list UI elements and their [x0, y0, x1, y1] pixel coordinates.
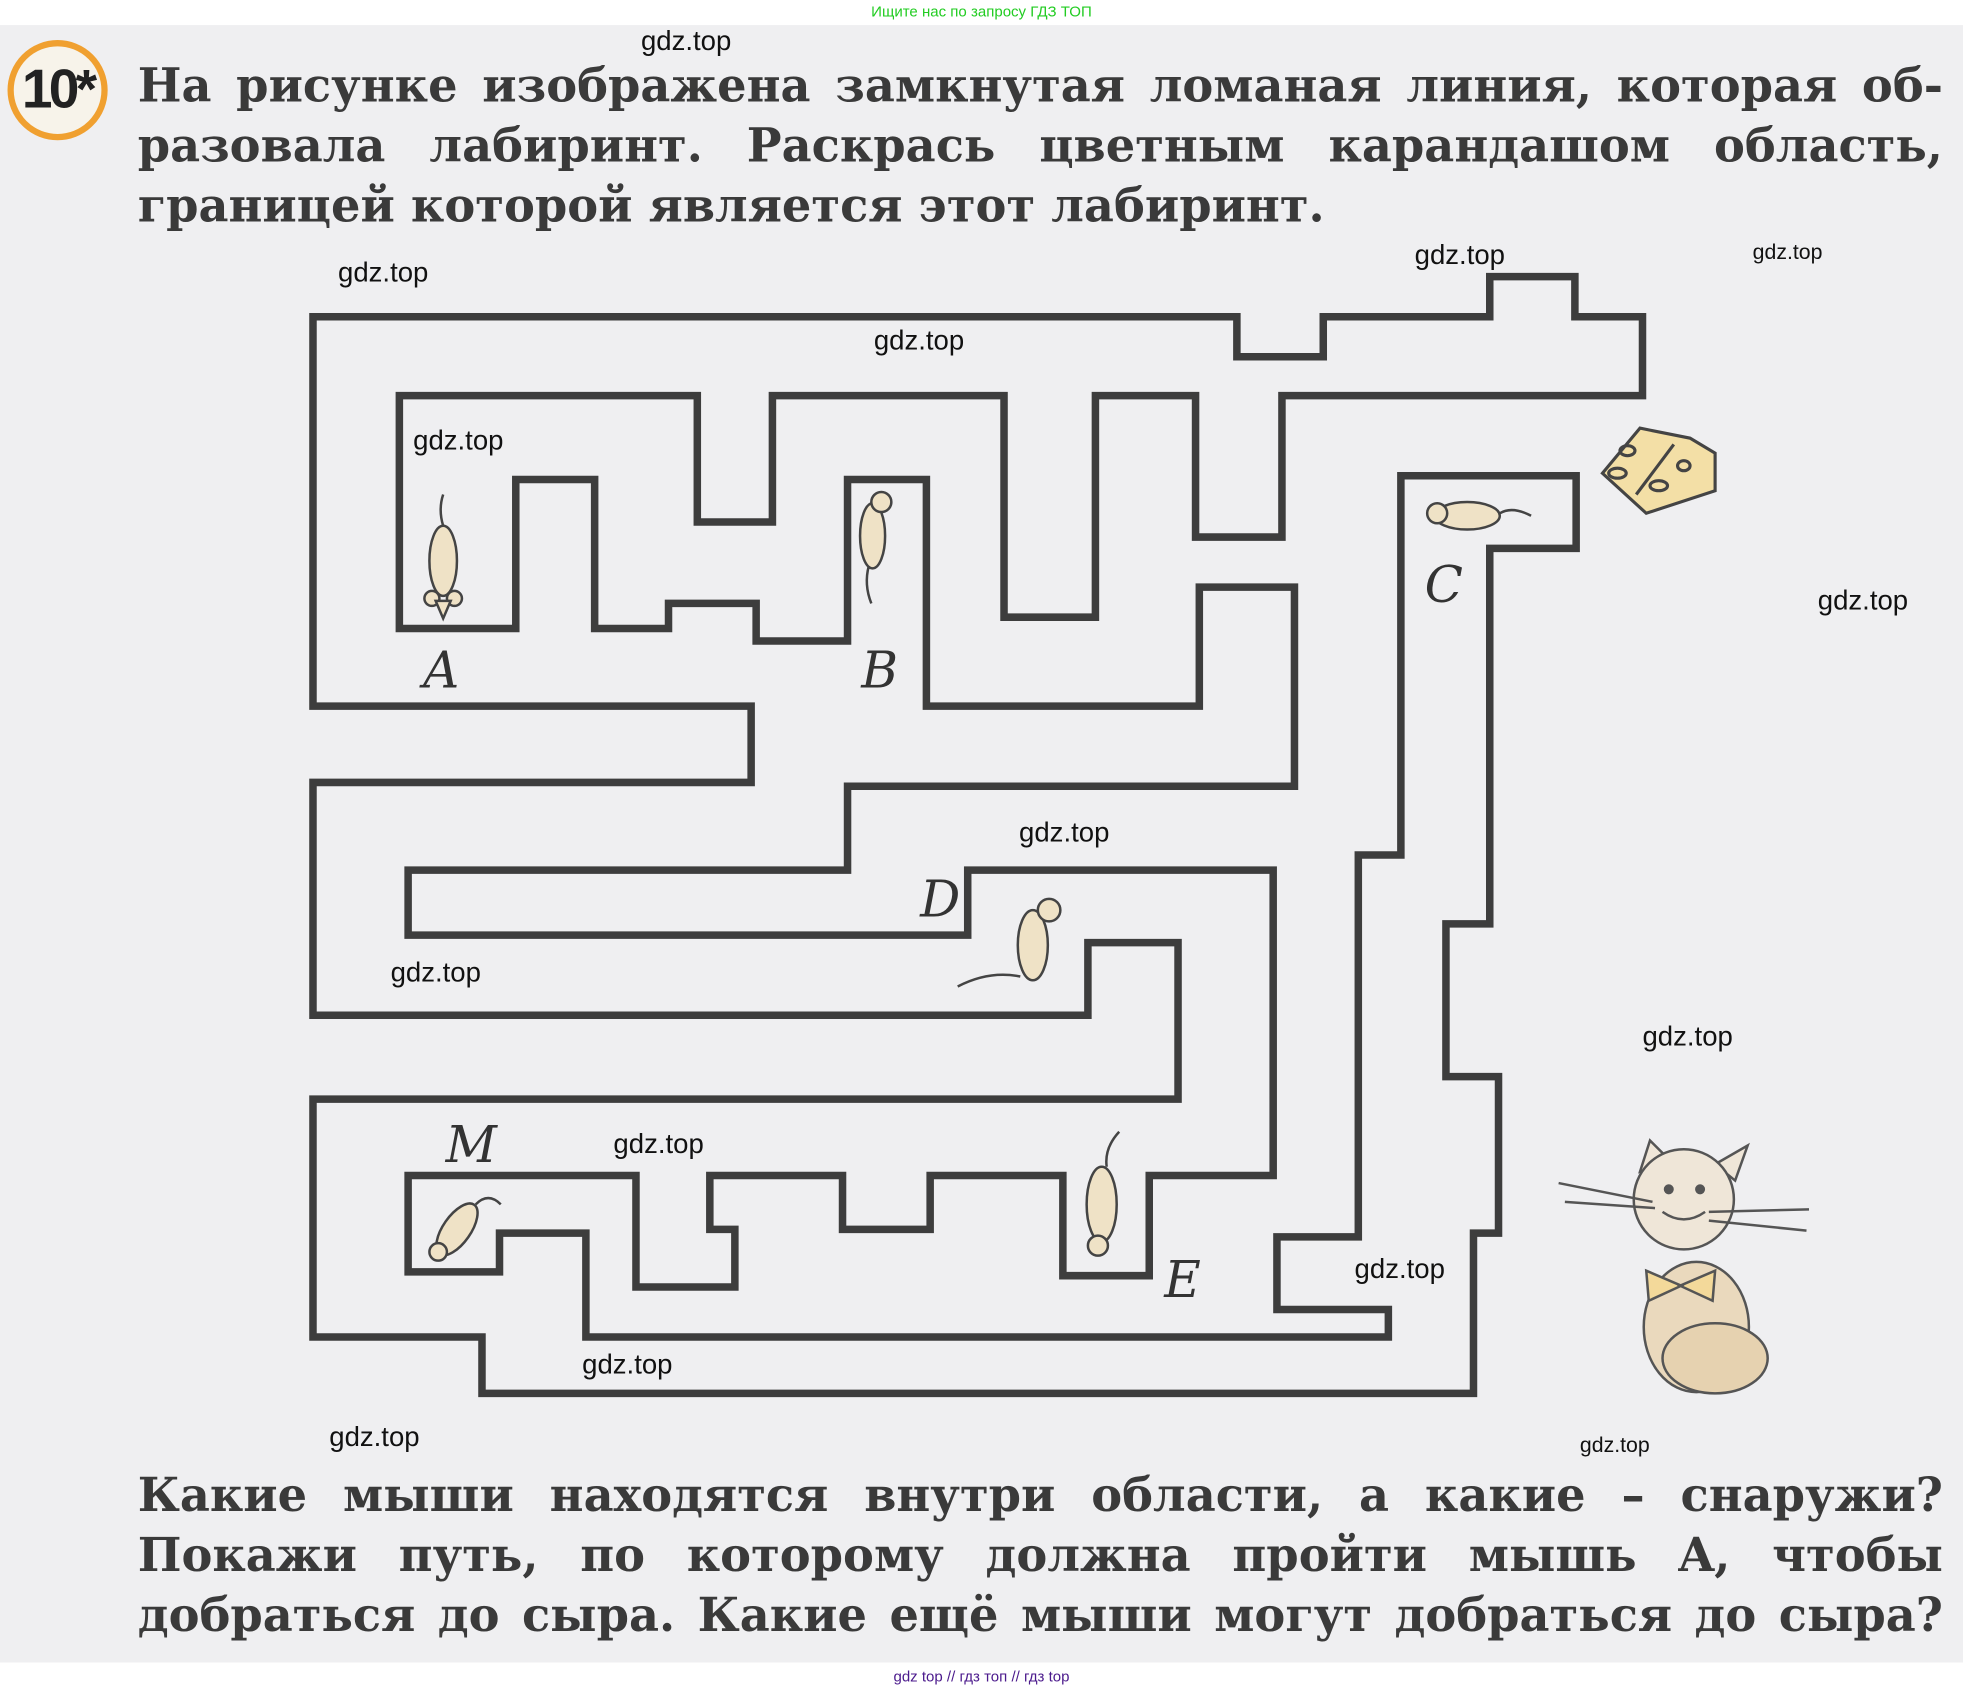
label-c: C: [1424, 557, 1463, 615]
watermark: gdz.top: [1354, 1253, 1445, 1285]
label-a: A: [423, 642, 460, 700]
label-b: B: [861, 642, 899, 700]
watermark: gdz.top: [1642, 1020, 1733, 1052]
watermark: gdz.top: [1579, 1433, 1650, 1458]
question-line: добраться до сыра. Какие ещё мыши могут …: [137, 1587, 1943, 1643]
watermark: gdz.top: [1019, 816, 1110, 848]
task-text-line: На рисунке изображена замкнутая ломаная …: [137, 57, 1943, 113]
header-banner[interactable]: Ищите нас по запросу ГДЗ ТОП: [0, 0, 1963, 26]
label-e: E: [1164, 1251, 1201, 1310]
task-text-line: разовала лабиринт. Раскрась цветным кара…: [137, 117, 1943, 173]
task-text-line: границей которой является этот лабиринт.: [137, 177, 1325, 233]
watermark: gdz.top: [1414, 239, 1505, 271]
label-d: D: [920, 871, 961, 929]
watermark: gdz.top: [582, 1348, 673, 1380]
mouse-d: [957, 897, 1062, 988]
cat-illustration: [1558, 1138, 1810, 1395]
watermark: gdz.top: [1817, 584, 1909, 616]
question-line: Покажи путь, по которому должна пройти м…: [137, 1527, 1943, 1583]
watermark: gdz.top: [413, 424, 504, 456]
mouse-c: [1425, 500, 1532, 531]
mouse-b: [858, 490, 893, 604]
task-number-badge: 10*: [7, 40, 108, 141]
watermark: gdz.top: [613, 1127, 704, 1160]
mouse-e: [1085, 1130, 1121, 1257]
label-m: M: [445, 1116, 497, 1175]
maze-closed-polyline: [309, 272, 1647, 1398]
watermark: gdz.top: [640, 25, 732, 57]
watermark: gdz.top: [329, 1420, 420, 1453]
cheese-icon: [1600, 426, 1717, 516]
watermark: gdz.top: [873, 324, 965, 356]
watermark: gdz.top: [1752, 240, 1823, 265]
footer-banner[interactable]: gdz top // гдз топ // гдз top: [0, 1662, 1963, 1690]
mouse-a: [423, 494, 464, 622]
question-line: Какие мыши находятся внутри области, а к…: [137, 1467, 1943, 1523]
mouse-m: [428, 1196, 502, 1262]
watermark: gdz.top: [390, 956, 481, 988]
watermark: gdz.top: [338, 256, 429, 288]
